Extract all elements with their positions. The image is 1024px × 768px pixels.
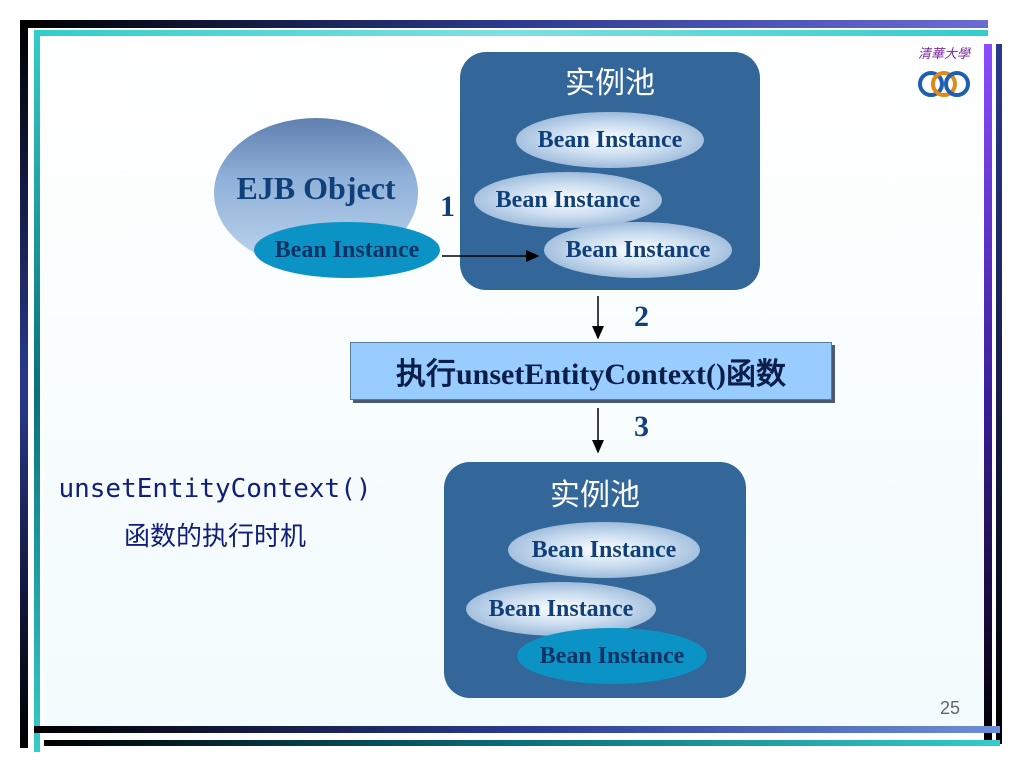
frame-right-purple-bar	[984, 44, 992, 744]
step-number-1: 1	[440, 190, 455, 223]
frame-right-dark-bar	[996, 44, 1002, 744]
side-note-line-1: unsetEntityContext()	[58, 474, 372, 504]
frame-bottom-cyan-bar	[44, 740, 1000, 746]
execute-unset-entity-context-box: 执行unsetEntityContext()函数	[350, 342, 832, 400]
frame-top-cyan-bar	[34, 30, 988, 36]
tsinghua-logo-icon: 清華大學	[914, 42, 974, 104]
frame-bottom-blue-bar	[34, 726, 1000, 733]
ejb-object-label: EJB Object	[236, 170, 396, 206]
pool-top-bean-2: Bean Instance	[474, 172, 662, 228]
ejb-bean-instance: Bean Instance	[254, 222, 440, 278]
frame-left-dark-bar	[20, 20, 28, 748]
pool-top-bean-3: Bean Instance	[544, 222, 732, 278]
step-number-3: 3	[634, 410, 649, 443]
frame-top-dark-bar	[20, 20, 988, 28]
frame-left-cyan-bar	[34, 30, 40, 752]
pool-bottom-bean-2: Bean Instance	[466, 582, 656, 636]
pool-bottom-bean-3: Bean Instance	[517, 628, 707, 684]
step-number-2: 2	[634, 300, 649, 333]
page-number: 25	[940, 698, 961, 718]
side-note-line-2: 函数的执行时机	[123, 522, 306, 552]
pool-bottom-title: 实例池	[550, 478, 640, 513]
pool-top-title: 实例池	[565, 66, 655, 101]
pool-bottom-bean-1: Bean Instance	[508, 522, 700, 578]
logo-script-text: 清華大學	[918, 47, 971, 62]
pool-top-bean-1: Bean Instance	[516, 112, 704, 168]
